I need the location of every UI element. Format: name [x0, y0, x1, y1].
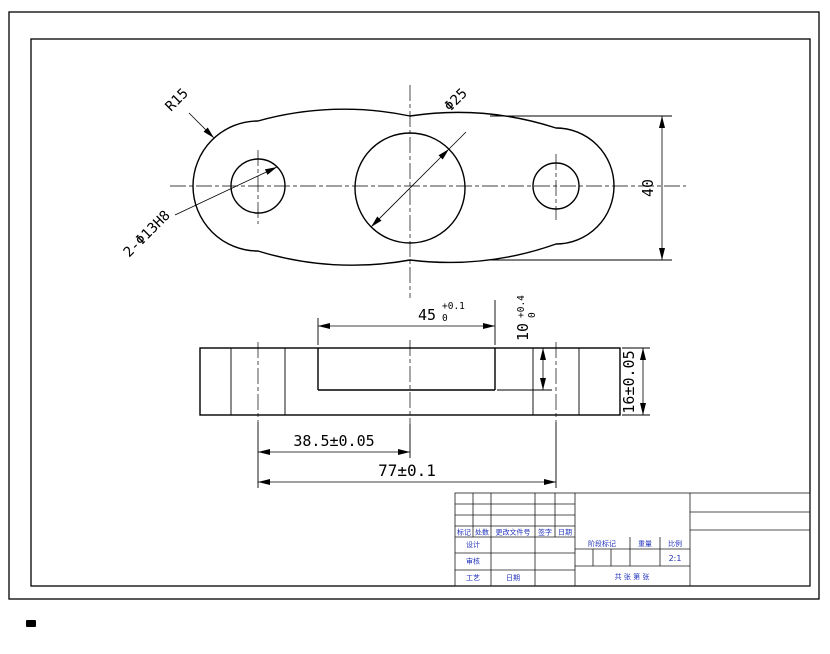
revision-mark-label: 标记 — [457, 528, 471, 537]
holes-label: 2-Φ13H8 — [121, 208, 174, 261]
section-centerlines — [257, 340, 557, 424]
hole-to-center-text: 38.5±0.05 — [293, 432, 374, 450]
section-view: 45 +0.1 0 10 +0.4 0 16±0.05 38.5±0 — [199, 295, 650, 488]
revision-docno-label: 更改文件号 — [496, 528, 531, 537]
center-bore — [354, 132, 466, 244]
revision-signature-label: 签字 — [538, 528, 552, 537]
thickness-text: 16±0.05 — [620, 350, 638, 413]
thickness-dimension: 16±0.05 — [620, 347, 650, 416]
stage-mark-label: 阶段标记 — [588, 539, 616, 548]
weight-label: 重量 — [638, 540, 652, 548]
slot-width-dimension: 45 +0.1 0 — [317, 300, 496, 345]
scale-value: 2:1 — [669, 554, 682, 563]
slot-depth-text: 10 — [514, 323, 532, 341]
top-view: R15 2-Φ13H8 Φ25 40 — [121, 85, 686, 298]
date-label: 日期 — [506, 574, 520, 582]
slot-width-text: 45 — [418, 306, 436, 324]
signature-rows: 设计 审核 工艺 日期 — [455, 537, 575, 586]
centerlines — [170, 85, 686, 298]
check-label: 审核 — [466, 557, 480, 566]
stray-mark — [26, 620, 36, 627]
stage-weight-scale: 阶段标记 重量 比例 2:1 共 张 第 张 — [575, 537, 690, 581]
title-block: 标记 处数 更改文件号 签字 日期 设计 审核 工艺 日期 阶段标记 重量 — [454, 492, 811, 587]
radius-label: R15 — [163, 86, 192, 115]
revision-date-label: 日期 — [558, 529, 572, 537]
revision-grid: 标记 处数 更改文件号 签字 日期 — [455, 493, 575, 538]
holes — [230, 132, 580, 244]
hole-span-text: 77±0.1 — [378, 461, 436, 480]
right-hole — [532, 162, 580, 210]
height-dim-text: 40 — [639, 179, 657, 197]
hole-to-center-dimension: 38.5±0.05 — [257, 422, 411, 488]
process-label: 工艺 — [466, 574, 480, 582]
revision-count-label: 处数 — [475, 528, 489, 537]
sheet-info: 共 张 第 张 — [615, 572, 650, 581]
scale-label: 比例 — [668, 539, 682, 548]
slot-depth-tol-upper: +0.4 — [516, 295, 527, 318]
border-frame — [8, 11, 820, 600]
height-dimension: 40 — [490, 115, 672, 261]
plate-outline — [192, 108, 615, 266]
slot-depth-tol-lower: 0 — [527, 312, 538, 318]
slot-width-tol-upper: +0.1 — [442, 301, 465, 312]
bore-dimension: Φ25 — [370, 86, 471, 228]
slot-width-tol-lower: 0 — [442, 313, 448, 324]
name-area — [690, 511, 810, 531]
hole-span-dimension: 77±0.1 — [258, 422, 557, 488]
bore-label: Φ25 — [442, 86, 471, 115]
radius-callout: R15 — [163, 86, 215, 139]
left-hole — [230, 158, 286, 214]
section-edges — [230, 348, 580, 415]
design-label: 设计 — [466, 540, 480, 549]
slot-depth-dimension: 10 +0.4 0 — [497, 295, 552, 391]
